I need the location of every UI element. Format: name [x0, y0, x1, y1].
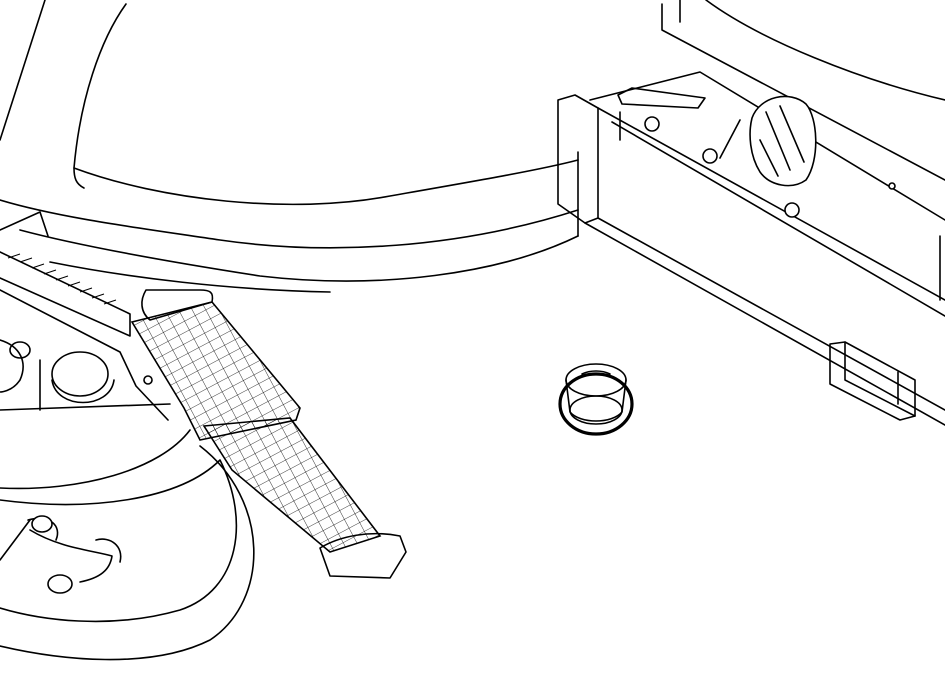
fender-panel — [0, 0, 579, 293]
pedal-bracket — [0, 211, 171, 421]
latch-bracket — [829, 341, 916, 421]
deck-bolts — [644, 116, 896, 218]
chassis-frame — [0, 339, 255, 661]
cable-rod — [27, 515, 122, 594]
foot-pedal-upper — [130, 289, 301, 441]
foot-pedal-lower — [202, 417, 407, 579]
rear-deck-box — [557, 0, 945, 426]
knob — [719, 95, 817, 187]
seat-cushion — [73, 3, 579, 206]
cap-plug — [558, 363, 634, 436]
